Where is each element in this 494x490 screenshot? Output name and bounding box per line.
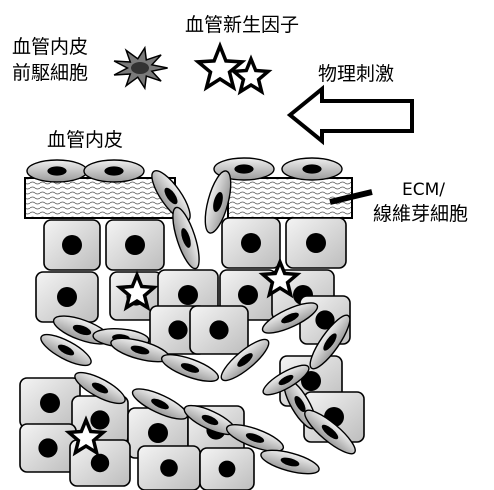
spindle-cell	[84, 160, 144, 182]
spindle-cell	[259, 446, 322, 479]
cell	[20, 378, 80, 428]
physical-stimulus-label: 物理刺激	[318, 63, 394, 85]
cell	[36, 272, 98, 322]
spindle-cell	[27, 160, 87, 182]
progenitor-label-line1: 血管内皮	[12, 36, 88, 58]
ecm-label-line2: 線維芽細胞	[373, 203, 468, 225]
ecm-label-line1: ECM/	[402, 180, 445, 200]
cell	[106, 220, 164, 270]
cell	[138, 446, 200, 490]
burst-icon	[114, 48, 168, 88]
angiogenic-factor-label: 血管新生因子	[185, 14, 299, 36]
progenitor-label-line2: 前駆細胞	[12, 62, 88, 84]
cell	[44, 220, 100, 270]
endothelium-label: 血管内皮	[47, 129, 123, 151]
arrow-left-icon	[290, 89, 412, 141]
spindle-cell	[168, 205, 205, 271]
spindle-cell	[282, 158, 342, 180]
cell	[286, 218, 346, 268]
cell	[190, 306, 248, 354]
cell	[200, 448, 254, 490]
spindle-cell	[159, 349, 222, 386]
cell	[222, 218, 280, 268]
star-icon	[198, 46, 242, 88]
